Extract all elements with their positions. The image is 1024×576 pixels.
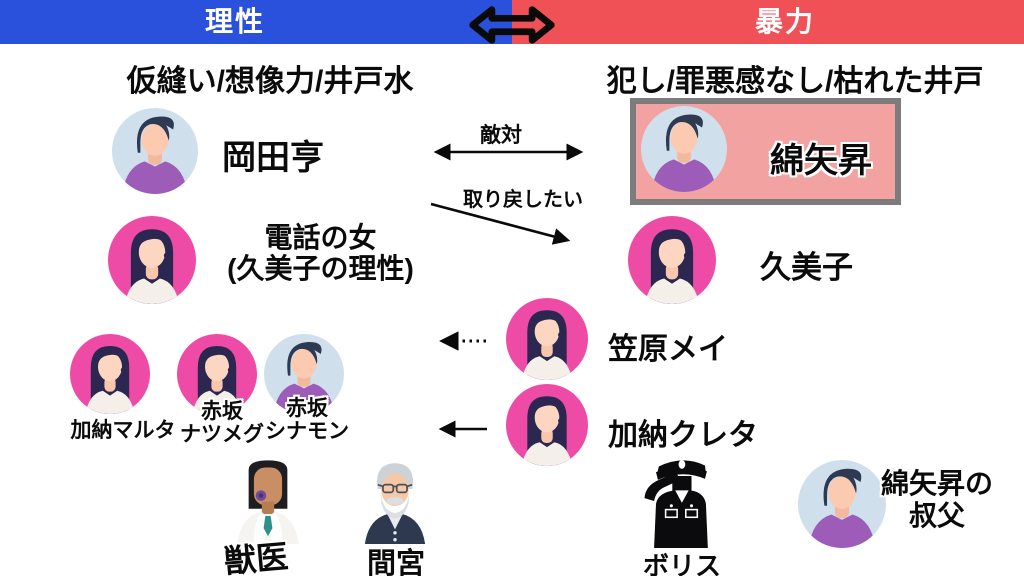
okada-male-avatar xyxy=(112,108,198,194)
reason-bar xyxy=(0,0,512,44)
mamiya-label: 間宮 xyxy=(366,548,425,576)
kasahara-label: 笠原メイ xyxy=(608,333,728,366)
cinnamon-label: 赤坂 シナモン xyxy=(265,397,349,443)
violence-bar-label: 暴力 xyxy=(754,6,815,37)
nutmeg-label: 赤坂 ナツメグ xyxy=(180,400,264,446)
okada-label: 岡田亨 xyxy=(222,139,324,177)
reason-subheader: 仮縫い/想像力/井戸水 xyxy=(126,65,414,98)
malta-label: 加納マルタ xyxy=(70,419,176,442)
wataya-male-avatar xyxy=(641,106,727,192)
boris-officer-avatar xyxy=(632,452,728,548)
kumiko-label: 久美子 xyxy=(760,250,853,285)
creta-female-avatar xyxy=(506,384,588,466)
phone-woman-label: 電話の女 (久美子の理性) xyxy=(227,222,414,285)
violence-subheader: 犯し/罪悪感なし/枯れた井戸 xyxy=(606,65,984,98)
uncle-label: 綿矢昇の 叔父 xyxy=(880,468,993,532)
wataya-label: 綿矢昇 xyxy=(770,142,872,180)
boris-label: ボリス xyxy=(642,551,721,576)
vet-label: 獣医 xyxy=(222,538,290,576)
kasahara-female-avatar xyxy=(506,298,588,380)
mamiya-elderly-avatar xyxy=(352,458,438,544)
violence-bar xyxy=(512,0,1024,44)
malta-female-avatar xyxy=(70,334,150,414)
reason-bar-label: 理性 xyxy=(204,6,265,37)
hostility-arrow-label: 敵対 xyxy=(480,124,522,147)
creta-label: 加納クレタ xyxy=(608,419,758,452)
reclaim-arrow-label: 取り戻したい xyxy=(463,189,583,211)
phone-woman-female-avatar xyxy=(108,216,196,304)
kumiko-female-avatar xyxy=(628,216,716,304)
double-arrow-icon xyxy=(469,6,555,44)
